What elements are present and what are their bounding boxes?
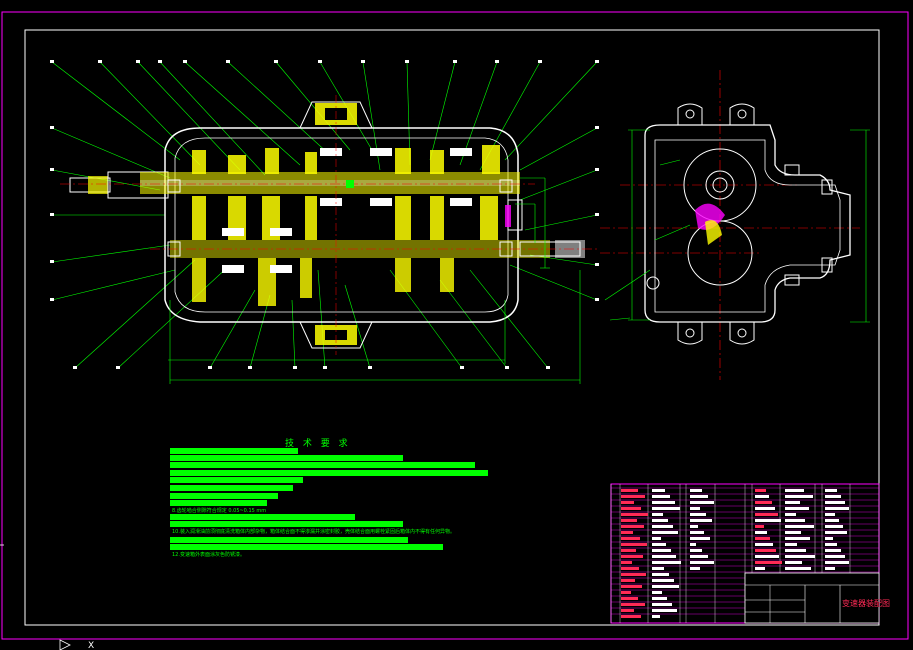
note-line: [170, 514, 355, 520]
note-text: 10.装入润滑油前须彻底清洗箱体内部杂物，箱体结合面不得渗漏并涂密封胶，壳体结合…: [172, 529, 455, 535]
note-line: [170, 462, 475, 468]
note-line: [170, 448, 298, 454]
note-line: [170, 500, 267, 506]
note-text: 8.齿轮啮合侧隙符合规定 0.05~0.15 mm: [172, 508, 267, 514]
transmission-side-view: [600, 70, 870, 380]
drawing-frame: [24, 29, 880, 626]
note-line: [170, 521, 403, 527]
note-line: [170, 455, 403, 461]
note-text: 12.变速箱外表面涂灰色防锈漆。: [172, 552, 245, 558]
note-line: [170, 485, 293, 491]
note-line: [170, 470, 488, 476]
transmission-section-view: [50, 60, 600, 384]
technical-requirements-title: 技 术 要 求: [285, 439, 351, 449]
svg-text:X: X: [88, 641, 94, 650]
note-line: [170, 477, 303, 483]
note-line: [170, 537, 408, 543]
title-block: [610, 483, 880, 624]
title-block-name: 变速器装配图: [842, 599, 890, 608]
note-line: [170, 493, 278, 499]
sheet-border: [1, 11, 909, 640]
note-line: [170, 544, 443, 550]
